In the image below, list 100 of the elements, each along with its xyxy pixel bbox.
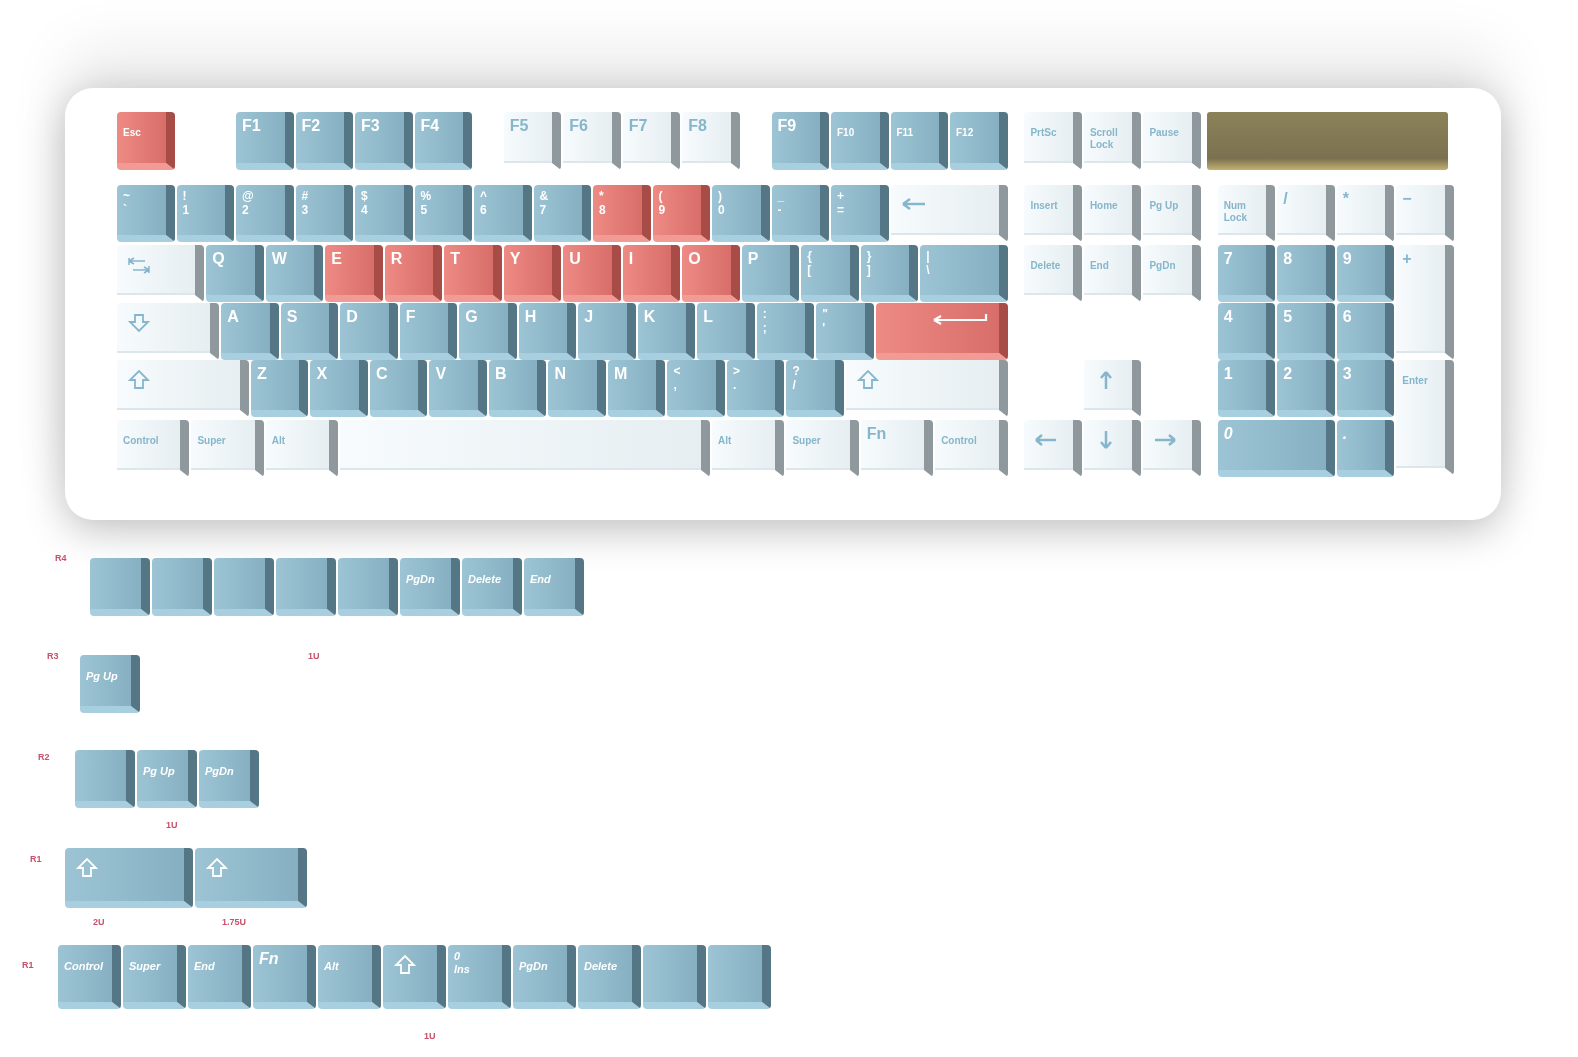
keycap bbox=[429, 360, 487, 417]
keycap bbox=[563, 112, 621, 170]
key-legend: End bbox=[194, 960, 215, 973]
key-legend: X bbox=[316, 365, 328, 384]
keycap bbox=[875, 303, 1008, 360]
keycap bbox=[771, 112, 829, 170]
keycap bbox=[1217, 245, 1276, 302]
key-legend: Pg Up bbox=[1149, 200, 1179, 212]
key-legend: 8 bbox=[599, 203, 606, 218]
keycap bbox=[860, 245, 919, 302]
key-legend: ? bbox=[792, 365, 800, 379]
key-legend: Delete bbox=[468, 573, 502, 586]
keycap bbox=[860, 420, 934, 477]
keycap bbox=[265, 420, 339, 477]
keycap bbox=[950, 112, 1008, 170]
key-legend: R bbox=[390, 250, 403, 269]
key-legend: Super bbox=[129, 960, 161, 973]
keycap bbox=[637, 303, 696, 360]
key-legend: T bbox=[450, 250, 461, 269]
key-legend: Control bbox=[123, 435, 159, 447]
keycap bbox=[513, 945, 576, 1009]
keycap bbox=[199, 750, 259, 808]
keycap bbox=[414, 112, 472, 170]
key-legend: Alt bbox=[324, 960, 339, 973]
key-legend: 0 bbox=[718, 203, 725, 218]
keycap bbox=[1083, 420, 1142, 477]
keycap bbox=[652, 185, 710, 242]
keycap bbox=[65, 848, 193, 908]
key-legend: Home bbox=[1089, 200, 1118, 212]
key-legend: Alt bbox=[271, 435, 286, 447]
keycap bbox=[816, 303, 874, 360]
key-legend: \ bbox=[926, 263, 930, 278]
keycap bbox=[622, 245, 681, 302]
keycap bbox=[1143, 112, 1201, 170]
keycap bbox=[682, 112, 740, 170]
keycap bbox=[1083, 185, 1142, 242]
keycap bbox=[533, 185, 591, 242]
keycap bbox=[90, 558, 150, 616]
keycap bbox=[1336, 245, 1395, 302]
keycap bbox=[399, 303, 458, 360]
key-legend: B bbox=[494, 365, 507, 384]
keycap bbox=[444, 245, 502, 302]
keycap bbox=[280, 303, 339, 360]
key-legend: 4 bbox=[1223, 308, 1233, 327]
keycap bbox=[1396, 360, 1454, 475]
key-legend: Delete bbox=[584, 960, 618, 973]
keycap bbox=[593, 185, 651, 242]
key-legend: [ bbox=[807, 263, 812, 278]
key-legend: F12 bbox=[956, 127, 974, 139]
key-legend: & bbox=[539, 190, 549, 204]
keycap bbox=[123, 945, 186, 1009]
key-legend: 1 bbox=[182, 203, 190, 218]
keycap bbox=[265, 245, 324, 302]
key-legend: O bbox=[688, 250, 701, 269]
key-legend: U bbox=[569, 250, 581, 269]
keycap bbox=[667, 360, 725, 417]
key-legend: Z bbox=[256, 365, 267, 384]
keycap bbox=[524, 558, 584, 616]
key-legend: / bbox=[792, 378, 796, 393]
key-legend: . bbox=[732, 378, 737, 393]
key-legend: ] bbox=[866, 263, 871, 278]
key-legend: | bbox=[926, 250, 930, 264]
keycap bbox=[786, 360, 844, 417]
keycap bbox=[1217, 185, 1276, 242]
keycap bbox=[503, 112, 562, 170]
keycap bbox=[474, 185, 532, 242]
keycap bbox=[1396, 185, 1454, 242]
keycap bbox=[643, 945, 706, 1009]
key-legend: 5 bbox=[1283, 308, 1293, 327]
keycap bbox=[1217, 360, 1276, 417]
key-legend: 7 bbox=[539, 203, 547, 218]
annotation-label: R4 bbox=[55, 553, 67, 563]
key-legend: + bbox=[837, 190, 844, 204]
key-legend: K bbox=[643, 308, 656, 327]
keycap bbox=[340, 420, 710, 477]
key-legend: L bbox=[703, 308, 713, 327]
key-legend: 7 bbox=[1223, 250, 1233, 269]
keycap bbox=[578, 303, 636, 360]
key-legend: 0 bbox=[1223, 425, 1233, 444]
keycap bbox=[191, 420, 264, 477]
keycap bbox=[75, 750, 135, 808]
key-legend: P bbox=[747, 250, 759, 269]
key-legend: 5 bbox=[420, 203, 428, 218]
key-legend: ! bbox=[182, 190, 187, 204]
keycap bbox=[236, 185, 294, 242]
key-legend: F4 bbox=[420, 117, 440, 136]
keycap bbox=[503, 245, 562, 302]
keycap bbox=[697, 303, 755, 360]
keycap bbox=[117, 245, 205, 302]
keycap bbox=[338, 558, 398, 616]
keycap bbox=[176, 185, 234, 242]
annotation-label: 1U bbox=[424, 1031, 436, 1041]
annotation-label: 1U bbox=[166, 820, 178, 830]
keycap bbox=[1024, 245, 1082, 302]
key-legend: } bbox=[866, 250, 872, 264]
annotation-label: R1 bbox=[22, 960, 34, 970]
key-legend: ~ bbox=[123, 190, 130, 204]
keycap bbox=[152, 558, 212, 616]
annotation-label: R2 bbox=[38, 752, 50, 762]
keycap bbox=[518, 303, 577, 360]
